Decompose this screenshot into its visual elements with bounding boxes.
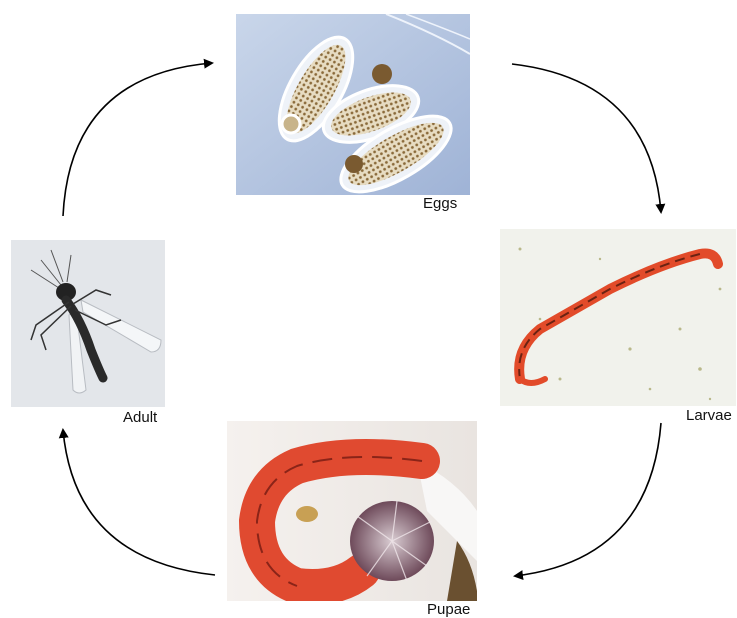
- arrow-larvae-to-pupae: [515, 423, 661, 576]
- arrow-pupae-to-adult: [63, 430, 215, 575]
- arrow-adult-to-eggs: [63, 63, 212, 216]
- arrow-eggs-to-larvae: [512, 64, 661, 212]
